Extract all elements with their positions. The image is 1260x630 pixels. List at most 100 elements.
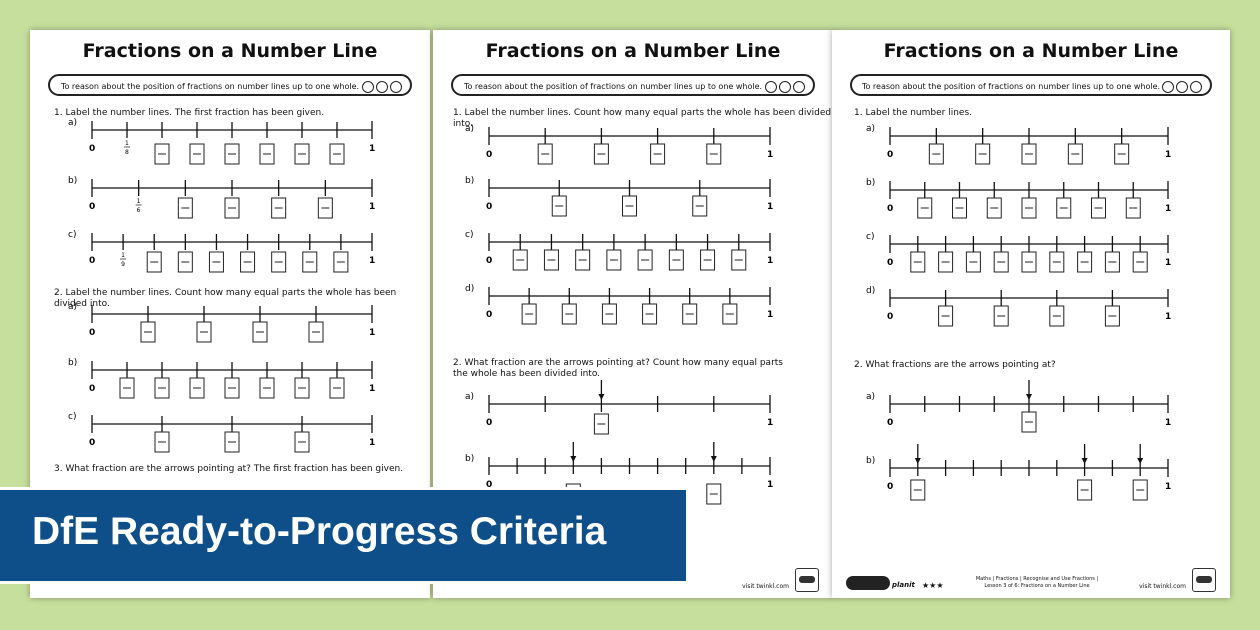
label-zero: 0 (887, 482, 893, 492)
arrow-head (914, 458, 921, 464)
label-zero: 0 (486, 202, 492, 212)
label-zero: 0 (486, 256, 492, 266)
lesson-line-2: Lesson 3 of 6: Fractions on a Number Lin… (984, 583, 1090, 589)
label-one: 1 (1165, 258, 1171, 268)
label-one: 1 (1165, 150, 1171, 160)
label-zero: 0 (887, 258, 893, 268)
part-label: c) (68, 230, 76, 240)
worksheet-page-3: Fractions on a Number Line To reason abo… (832, 30, 1230, 598)
footer-url: visit twinkl.com (1139, 583, 1186, 590)
part-label: b) (68, 358, 77, 368)
footer-url: visit twinkl.com (742, 583, 789, 590)
part-label: d) (866, 286, 875, 296)
label-zero: 0 (486, 418, 492, 428)
label-one: 1 (1165, 482, 1171, 492)
banner-text: DfE Ready-to-Progress Criteria (32, 510, 607, 553)
given-denominator: 8 (125, 149, 129, 156)
label-one: 1 (767, 480, 773, 490)
learning-objective: To reason about the position of fraction… (451, 74, 815, 96)
page-title: Fractions on a Number Line (485, 40, 781, 62)
label-one: 1 (369, 202, 375, 212)
label-zero: 0 (89, 384, 95, 394)
label-zero: 0 (887, 204, 893, 214)
label-zero: 0 (887, 418, 893, 428)
label-one: 1 (369, 328, 375, 338)
part-label: b) (465, 176, 474, 186)
part-label: d) (465, 284, 474, 294)
label-zero: 0 (89, 438, 95, 448)
given-denominator: 6 (137, 207, 141, 214)
part-label: b) (866, 456, 875, 466)
twinkl-badge-icon (1192, 568, 1216, 592)
label-zero: 0 (486, 310, 492, 320)
part-label: c) (68, 412, 76, 422)
part-label: b) (465, 454, 474, 464)
progress-circles (362, 81, 402, 93)
label-one: 1 (1165, 312, 1171, 322)
part-label: c) (866, 232, 874, 242)
part-label: a) (465, 124, 474, 134)
label-zero: 0 (486, 480, 492, 490)
question-2: 2. What fractions are the arrows pointin… (854, 360, 1056, 370)
part-label: c) (465, 230, 473, 240)
progress-circles (1162, 81, 1202, 93)
learning-objective: To reason about the position of fraction… (48, 74, 412, 96)
label-one: 1 (369, 144, 375, 154)
label-zero: 0 (89, 256, 95, 266)
question-3: 3. What fraction are the arrows pointing… (54, 464, 404, 474)
criteria-banner: DfE Ready-to-Progress Criteria (0, 487, 689, 584)
label-zero: 0 (486, 150, 492, 160)
label-zero: 0 (887, 312, 893, 322)
label-zero: 0 (89, 328, 95, 338)
label-zero: 0 (89, 202, 95, 212)
label-one: 1 (767, 310, 773, 320)
progress-circles (765, 81, 805, 93)
label-one: 1 (369, 384, 375, 394)
page-title: Fractions on a Number Line (82, 40, 378, 62)
label-one: 1 (1165, 418, 1171, 428)
twinkl-badge-icon (795, 568, 819, 592)
part-label: a) (866, 124, 875, 134)
label-one: 1 (767, 202, 773, 212)
part-label: a) (465, 392, 474, 402)
arrow-head (598, 394, 605, 400)
label-one: 1 (1165, 204, 1171, 214)
label-one: 1 (369, 438, 375, 448)
label-zero: 0 (887, 150, 893, 160)
question-2: 2. Label the number lines. Count how man… (54, 288, 397, 309)
label-one: 1 (369, 256, 375, 266)
objective-text: To reason about the position of fraction… (60, 82, 360, 91)
arrow-head (1026, 394, 1032, 400)
objective-text: To reason about the position of fraction… (463, 82, 763, 91)
question-1: 1. Label the number lines. Count how man… (453, 108, 832, 129)
question-1: 1. Label the number lines. The first fra… (54, 108, 325, 118)
part-label: b) (866, 178, 875, 188)
question-2: 2. What fraction are the arrows pointing… (453, 358, 783, 379)
arrow-head (1137, 458, 1144, 464)
label-one: 1 (767, 150, 773, 160)
given-numerator: 1 (121, 252, 125, 259)
part-label: b) (68, 176, 77, 186)
number-lines: 0 1 a) 0 1 b) 0 1 c) 0 1 d) 0 1 a) 0 1 b) (866, 124, 1171, 501)
stars-label: ★★★ (922, 581, 944, 590)
question-1: 1. Label the number lines. (854, 108, 972, 118)
label-zero: 0 (89, 144, 95, 154)
part-label: a) (68, 118, 77, 128)
learning-objective: To reason about the position of fraction… (850, 74, 1212, 96)
objective-text: To reason about the position of fraction… (861, 82, 1161, 91)
arrow-head (1081, 458, 1088, 464)
arrow-head (570, 456, 577, 462)
lesson-line-1: Maths | Fractions | Recognise and Use Fr… (975, 576, 1099, 582)
lesson-info: Maths | Fractions | Recognise and Use Fr… (962, 576, 1112, 590)
arrow-head (710, 456, 717, 462)
given-numerator: 1 (137, 198, 141, 205)
label-one: 1 (767, 418, 773, 428)
part-label: a) (68, 302, 77, 312)
given-numerator: 1 (125, 140, 129, 147)
page-title: Fractions on a Number Line (883, 40, 1179, 62)
twinkl-logo-icon (846, 576, 890, 590)
planit-label: planit (892, 581, 915, 589)
part-label: a) (866, 392, 875, 402)
